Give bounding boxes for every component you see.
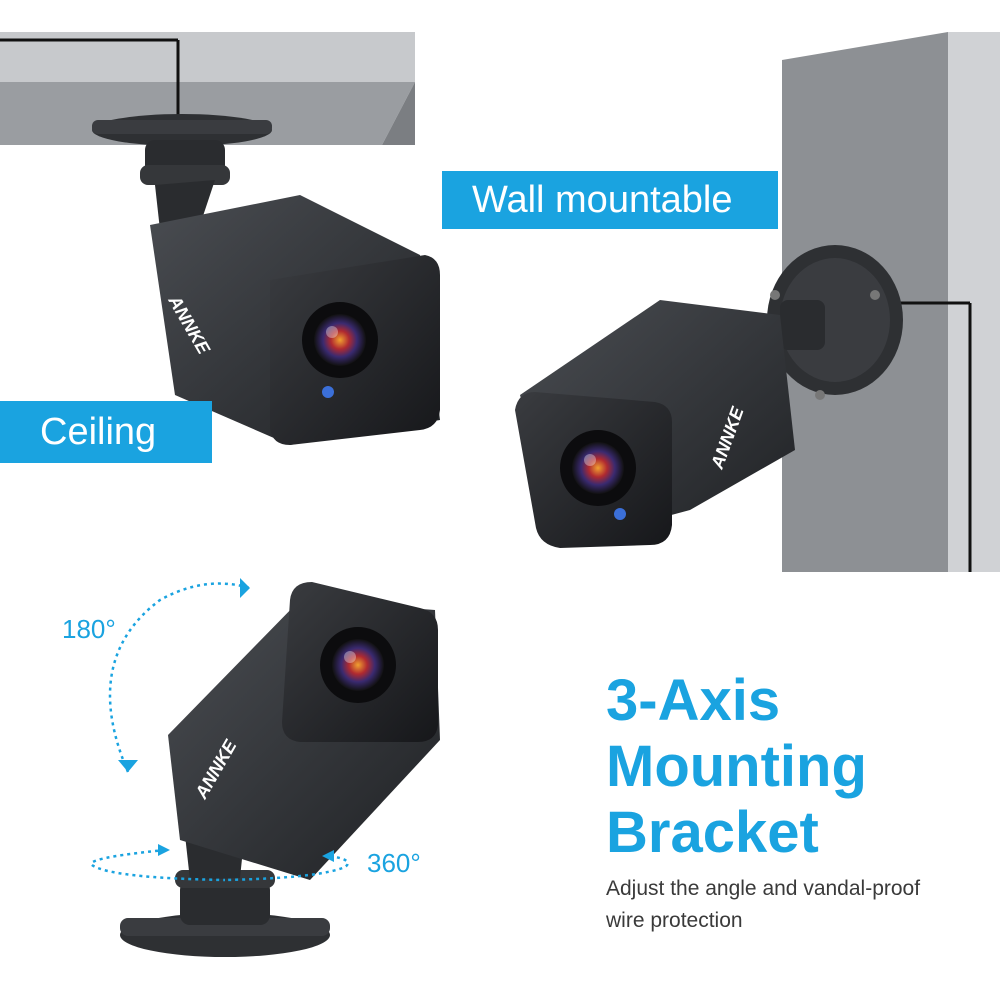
wall-camera: ANNKE — [515, 245, 903, 548]
description-line-1: Adjust the angle and vandal-proof — [606, 877, 921, 900]
ceiling-label: Ceiling — [0, 401, 212, 463]
tilt-arrow-icon — [108, 578, 251, 773]
tilt-degree-label: 180° — [62, 614, 116, 644]
headline-line-1: 3-Axis — [606, 668, 781, 733]
pan-arrow-icon — [90, 844, 350, 882]
ceiling-camera: ANNKE — [92, 114, 440, 445]
wall-mountable-label: Wall mountable — [442, 171, 778, 229]
adjustable-camera: ANNKE — [120, 582, 440, 957]
pan-degree-label: 360° — [367, 848, 421, 878]
description: Adjust the angle and vandal-proof wire p… — [606, 873, 966, 937]
headline-line-2: Mounting — [606, 734, 867, 799]
headline-line-3: Bracket — [606, 800, 819, 865]
ceiling-surface — [0, 32, 415, 145]
description-line-2: wire protection — [606, 909, 743, 932]
headline: 3-Axis Mounting Bracket — [606, 668, 867, 866]
